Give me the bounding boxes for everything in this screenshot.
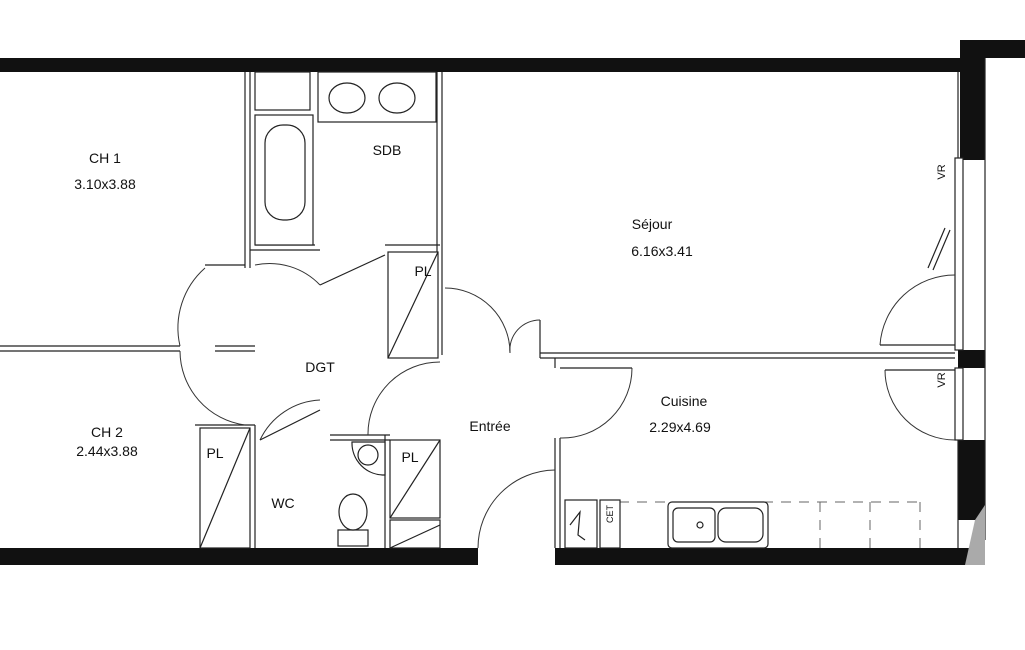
closets <box>199 251 441 549</box>
bathroom-fixtures <box>254 71 437 547</box>
room-label-sdb: SDB <box>373 142 402 158</box>
room-size-ch1: 3.10x3.88 <box>74 176 136 192</box>
appliance-label: CET <box>605 504 615 523</box>
kitchen-counter <box>564 499 921 549</box>
room-size-ch2: 2.44x3.88 <box>76 443 138 459</box>
closet-label: PL <box>401 449 418 465</box>
room-label-cuisine: Cuisine <box>661 393 708 409</box>
room-size-cuisine: 2.29x4.69 <box>649 419 711 435</box>
closet-label: PL <box>414 263 431 279</box>
closet-label: PL <box>206 445 223 461</box>
doors <box>177 254 633 549</box>
interior-walls <box>0 72 955 548</box>
room-label-ch1: CH 1 <box>89 150 121 166</box>
windows <box>879 72 964 548</box>
room-label-wc: WC <box>271 495 294 511</box>
room-label-ch2: CH 2 <box>91 424 123 440</box>
room-size-sejour: 6.16x3.41 <box>631 243 693 259</box>
shutter-label: VR <box>936 372 948 387</box>
room-label-sejour: Séjour <box>632 216 673 232</box>
exterior-walls <box>0 40 1025 565</box>
room-label-dgt: DGT <box>305 359 335 375</box>
room-label-entree: Entrée <box>469 418 510 434</box>
shutter-label: VR <box>936 164 948 179</box>
